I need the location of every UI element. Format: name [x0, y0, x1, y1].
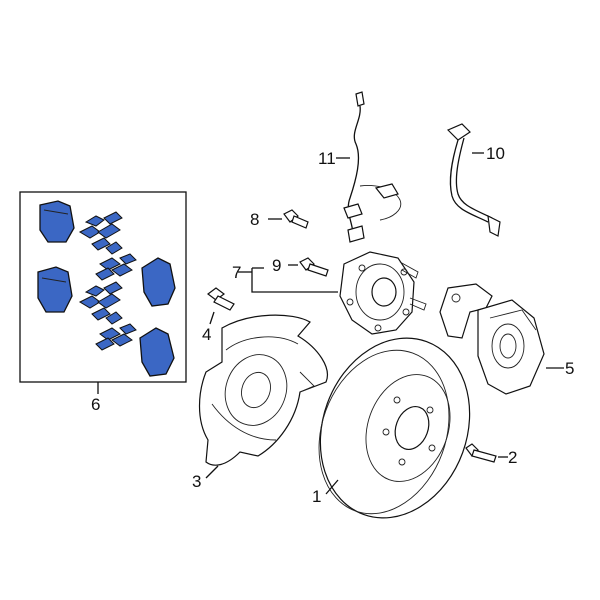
- dust-shield-hub-hole: [241, 371, 271, 409]
- rotor-lug-hole: [382, 428, 390, 436]
- hub-stud: [346, 298, 354, 306]
- hub-stud: [374, 324, 382, 332]
- hub-stud-shaft: [399, 261, 419, 279]
- hub-center: [371, 277, 397, 307]
- bolt-shank: [307, 263, 329, 277]
- hub-stud-shaft: [409, 297, 427, 311]
- rotor-center-bore: [394, 406, 430, 450]
- wheel-speed-sensor[interactable]: 11: [318, 91, 402, 243]
- bolt-head: [299, 257, 315, 271]
- bolt-shank: [213, 295, 235, 311]
- hose-line-outer: [455, 137, 493, 219]
- pad-edge-line: [43, 209, 69, 215]
- bolt-shank: [291, 215, 309, 229]
- bolt-shank: [471, 449, 497, 463]
- brake-caliper[interactable]: 5: [439, 283, 574, 395]
- pad-clips-middle: [95, 253, 137, 281]
- leader-1: [325, 479, 339, 495]
- brake-pad-lower-right: [139, 327, 175, 377]
- callout-6: 6: [91, 395, 100, 414]
- callout-9: 9: [272, 256, 281, 275]
- leader-3: [205, 465, 219, 479]
- brake-pad-upper-right: [141, 257, 176, 307]
- hub-bolt[interactable]: 9: [272, 256, 329, 277]
- dust-shield-rib: [225, 336, 299, 351]
- sensor-connector: [355, 91, 365, 107]
- pad-clips-upper: [78, 211, 123, 255]
- pad-kit-group[interactable]: 6: [19, 191, 187, 414]
- rotor-lug-hole: [393, 396, 401, 404]
- hub-bearing-assembly[interactable]: 7: [232, 251, 427, 335]
- caliper-piston-inner: [499, 333, 517, 359]
- dust-shield[interactable]: 3: [192, 314, 328, 491]
- dust-shield-bolt[interactable]: 4: [202, 287, 235, 344]
- hub-stud: [402, 308, 410, 316]
- callout-7: 7: [232, 263, 241, 282]
- sensor-bolt[interactable]: 8: [250, 209, 309, 229]
- dust-shield-tab: [299, 371, 315, 393]
- rotor-lug-hole: [398, 458, 406, 466]
- hose-fitting-bottom: [487, 214, 501, 237]
- callout-1: 1: [312, 487, 321, 506]
- hub-stud: [358, 264, 366, 272]
- hose-fitting-top: [446, 123, 471, 141]
- brake-pad-upper-left: [39, 200, 75, 243]
- leader-4: [209, 311, 215, 325]
- brake-rotor[interactable]: 1: [296, 317, 494, 539]
- rotor-face: [318, 349, 450, 515]
- hose-line: [449, 139, 489, 223]
- caliper-edge: [489, 309, 537, 331]
- dust-shield-center: [224, 354, 288, 426]
- sensor-cable: [347, 105, 361, 241]
- brake-hose[interactable]: 10: [446, 123, 505, 237]
- dust-shield-rib: [211, 403, 277, 441]
- leader-7-bracket: [251, 268, 338, 293]
- pad-clips-lower: [78, 281, 137, 351]
- callout-3: 3: [192, 472, 201, 491]
- caliper-bolt[interactable]: 2: [465, 443, 517, 467]
- sensor-clip: [343, 203, 363, 219]
- sensor-head: [347, 225, 365, 243]
- callout-5: 5: [565, 359, 574, 378]
- callout-4: 4: [202, 325, 211, 344]
- hub-stud: [400, 268, 408, 276]
- pad-kit-frame: [19, 191, 187, 383]
- callout-2: 2: [508, 448, 517, 467]
- pad-edge-line: [41, 277, 67, 283]
- dust-shield-plate: [198, 314, 328, 466]
- callout-10: 10: [486, 144, 505, 163]
- caliper-piston: [491, 323, 525, 369]
- callout-11: 11: [318, 149, 336, 168]
- rotor-lug-hole: [426, 406, 434, 414]
- bolt-head: [283, 209, 299, 223]
- callout-8: 8: [250, 210, 259, 229]
- brake-pad-lower-left: [37, 266, 73, 313]
- caliper-mount-hole: [451, 293, 461, 303]
- sensor-clip: [374, 183, 399, 199]
- sensor-cable-branch: [359, 185, 402, 221]
- rotor-lug-hole: [428, 444, 436, 452]
- hub-bearing-ring: [355, 263, 405, 321]
- caliper-bracket: [439, 283, 493, 339]
- caliper-body: [477, 299, 545, 395]
- rotor-hat: [365, 374, 451, 482]
